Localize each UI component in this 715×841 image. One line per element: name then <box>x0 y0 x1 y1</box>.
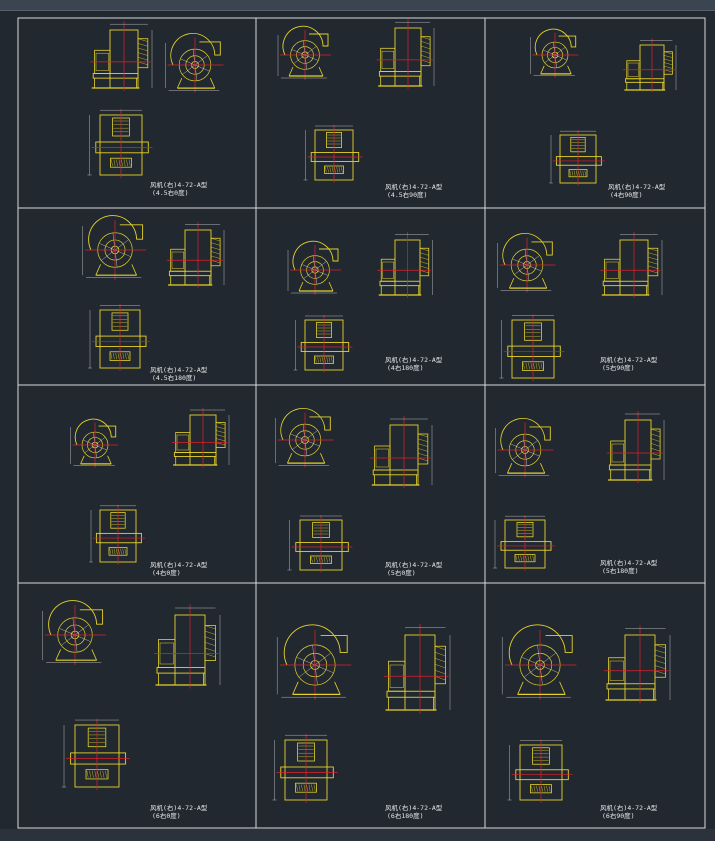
fan-side-view <box>384 623 451 714</box>
viewport-bottom-bar <box>0 829 715 841</box>
fan-cell-6: 风机(右)4-72-A型(5右90度) <box>497 231 663 381</box>
fan-side-view <box>154 604 221 689</box>
fan-cell-subtitle: (4右180度) <box>387 363 423 372</box>
fan-front-view <box>497 232 556 293</box>
fan-cell-subtitle: (5右90度) <box>602 363 635 372</box>
fan-cell-subtitle: (4右0度) <box>152 568 181 577</box>
fan-side-view <box>606 411 665 483</box>
fan-side-view <box>600 231 663 298</box>
fan-front-view <box>82 215 147 280</box>
fan-cell-title: 风机(右)4-72-A型 <box>385 560 443 569</box>
fan-plan-view <box>87 109 153 178</box>
fan-cell-subtitle: (5右180度) <box>602 566 638 575</box>
fan-plan-view <box>303 125 363 183</box>
fan-cell-title: 风机(右)4-72-A型 <box>150 365 208 374</box>
fan-drawing-grid: 风机(右)4-72-A型(4.5右0度)风机(右)4-72-A型(4.5右90度… <box>42 19 677 820</box>
fan-cell-title: 风机(右)4-72-A型 <box>385 355 443 364</box>
fan-cell-title: 风机(右)4-72-A型 <box>150 180 208 189</box>
fan-front-view <box>275 407 334 468</box>
fan-front-view <box>277 25 331 80</box>
fan-plan-view <box>493 515 555 571</box>
fan-plan-view <box>499 314 565 381</box>
fan-plan-view <box>549 130 605 186</box>
fan-cell-subtitle: (6右90度) <box>602 811 635 820</box>
fan-cell-10: 风机(右)4-72-A型(6右0度) <box>42 600 221 820</box>
fan-side-view <box>623 38 677 93</box>
fan-side-view <box>90 21 153 91</box>
fan-plan-view <box>287 515 353 573</box>
fan-cell-12: 风机(右)4-72-A型(6右90度) <box>502 624 671 820</box>
fan-side-view <box>166 221 225 288</box>
fan-cell-title: 风机(右)4-72-A型 <box>600 803 658 812</box>
fan-front-view <box>502 624 577 700</box>
fan-cell-subtitle: (6右180度) <box>387 811 423 820</box>
fan-front-view <box>42 600 107 665</box>
fan-front-view <box>530 28 579 78</box>
fan-cell-1: 风机(右)4-72-A型(4.5右0度) <box>87 21 224 197</box>
fan-front-view <box>287 240 341 295</box>
fan-side-view <box>171 407 230 468</box>
fan-cell-11: 风机(右)4-72-A型(6右180度) <box>272 623 451 820</box>
fan-cell-title: 风机(右)4-72-A型 <box>150 803 208 812</box>
fan-cell-9: 风机(右)4-72-A型(5右180度) <box>493 411 665 575</box>
fan-cell-subtitle: (4右90度) <box>610 190 643 199</box>
fan-side-view <box>370 416 433 488</box>
fan-cell-3: 风机(右)4-72-A型(4右90度) <box>530 28 677 199</box>
fan-plan-view <box>61 718 130 791</box>
sheet-frame <box>17 17 706 829</box>
cad-drawing-sheet: 风机(右)4-72-A型(4.5右0度)风机(右)4-72-A型(4.5右90度… <box>0 10 715 829</box>
fan-cell-subtitle: (4.5右90度) <box>387 190 427 199</box>
fan-front-view <box>165 32 224 93</box>
fan-front-view <box>277 624 352 700</box>
fan-cell-title: 风机(右)4-72-A型 <box>600 558 658 567</box>
fan-cell-title: 风机(右)4-72-A型 <box>608 182 666 191</box>
fan-front-view <box>495 417 554 478</box>
fan-side-view <box>604 625 671 704</box>
fan-cell-title: 风机(右)4-72-A型 <box>385 182 443 191</box>
fan-plan-view <box>272 734 338 803</box>
fan-cell-subtitle: (4.5右180度) <box>152 373 196 382</box>
fan-side-view <box>377 231 433 298</box>
fan-cell-title: 风机(右)4-72-A型 <box>385 803 443 812</box>
fan-side-view <box>376 19 435 89</box>
fan-cell-subtitle: (4.5右0度) <box>152 188 188 197</box>
fan-plan-view <box>89 504 145 565</box>
fan-cell-5: 风机(右)4-72-A型(4右180度) <box>287 231 443 373</box>
fan-cell-2: 风机(右)4-72-A型(4.5右90度) <box>277 19 443 199</box>
fan-cell-title: 风机(右)4-72-A型 <box>600 355 658 364</box>
viewport-top-bar <box>0 0 715 11</box>
fan-cell-8: 风机(右)4-72-A型(5右0度) <box>275 407 443 577</box>
fan-front-view <box>70 418 119 468</box>
fan-cell-4: 风机(右)4-72-A型(4.5右180度) <box>82 215 225 382</box>
fan-drawing-canvas: 风机(右)4-72-A型(4.5右0度)风机(右)4-72-A型(4.5右90度… <box>17 17 706 829</box>
fan-plan-view <box>293 315 353 373</box>
fan-plan-view <box>88 304 150 371</box>
fan-plan-view <box>507 739 573 803</box>
fan-cell-subtitle: (5右0度) <box>387 568 416 577</box>
fan-cell-7: 风机(右)4-72-A型(4右0度) <box>70 407 230 577</box>
fan-cell-title: 风机(右)4-72-A型 <box>150 560 208 569</box>
fan-cell-subtitle: (6右0度) <box>152 811 181 820</box>
